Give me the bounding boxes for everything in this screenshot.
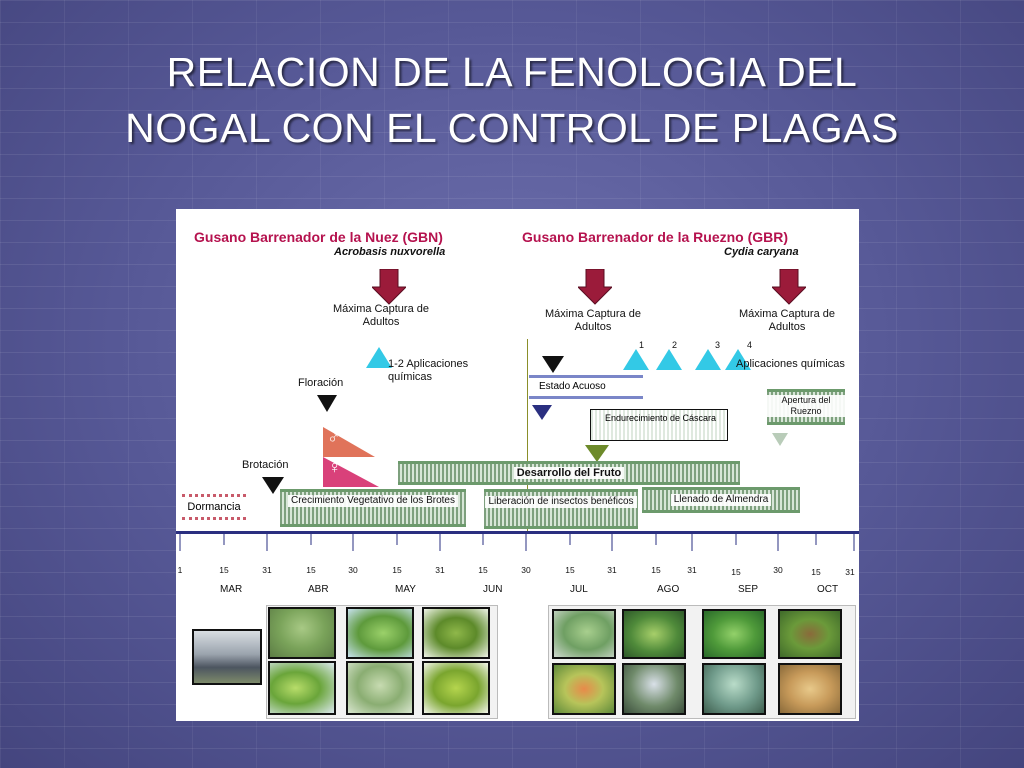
young-nutlet-photo [422, 661, 490, 715]
water-stage-photo [552, 609, 616, 659]
gbr-application-triangles-icon [623, 349, 751, 370]
floracion-marker-icon [317, 395, 337, 412]
female-flower-photo [422, 607, 490, 659]
month-label: SEP [738, 584, 759, 595]
tick-label: 31 [262, 565, 272, 575]
budbreak-orchard-photo [268, 607, 336, 659]
tick-label: 31 [687, 565, 697, 575]
nut-cluster-photo [622, 609, 686, 659]
harvested-nuts-photo [778, 663, 842, 715]
apertura-label: Apertura del Ruezno [767, 395, 845, 417]
tick-label: 15 [478, 565, 488, 575]
brotacion-label: Brotación [242, 459, 289, 471]
slide-title-line-2: NOGAL CON EL CONTROL DE PLAGAS [125, 105, 899, 151]
apertura-bar: Apertura del Ruezno [767, 389, 845, 425]
slide-title: RELACION DE LA FENOLOGIA DEL NOGAL CON E… [0, 44, 1024, 156]
timeline-ticks [179, 531, 855, 551]
gbr-capture-label-2: Máxima Captura de Adultos [739, 308, 835, 333]
month-label: JUL [570, 584, 588, 595]
gbr-application-number-2: 2 [672, 340, 678, 350]
estado-acuoso-bar: Estado Acuoso [529, 375, 643, 399]
estado-acuoso-label: Estado Acuoso [539, 381, 606, 392]
month-label: MAR [220, 584, 243, 595]
mature-husk-photo [702, 609, 766, 659]
gbr-title: Gusano Barrenador de la Ruezno (GBR) [522, 229, 789, 245]
tick-label: 31 [845, 567, 855, 577]
gbr-application-number-3: 3 [715, 340, 721, 350]
apertura-marker-icon [772, 433, 788, 446]
dormancia-bar: Dormancia [182, 494, 246, 520]
tick-label: 15 [651, 565, 661, 575]
desarrollo-bar: Desarrollo del Fruto [398, 461, 740, 485]
llenado-bar: Llenado de Almendra [642, 487, 800, 513]
husk-split-photo [778, 609, 842, 659]
month-label: ABR [308, 584, 329, 595]
female-symbol: ♀ [328, 457, 342, 477]
tick-label: 15 [565, 565, 575, 575]
endurecimiento-box: Endurecimiento de Cáscara [590, 409, 728, 441]
slide-title-line-1: RELACION DE LA FENOLOGIA DEL [166, 49, 858, 95]
tick-label: 30 [521, 565, 531, 575]
gbr-applications-label: Aplicaciones químicas [736, 358, 845, 370]
estado-acuoso-marker-icon [542, 356, 564, 373]
gbr-capture-label-1: Máxima Captura de Adultos [545, 308, 641, 333]
crecimiento-label: Crecimiento Vegetativo de los Brotes [288, 495, 458, 507]
gbn-species: Acrobasis nuxvorella [334, 246, 446, 258]
gbn-application-triangle-icon [366, 347, 392, 368]
gbr-capture-arrow-icon-2 [772, 269, 806, 305]
liberacion-label: Liberación de insectos benéficos [485, 496, 637, 508]
month-label: JUN [483, 584, 503, 595]
gbr-species: Cydia caryana [724, 246, 799, 258]
tick-label: 15 [219, 565, 229, 575]
floracion-label: Floración [298, 377, 344, 389]
tick-label: 31 [435, 565, 445, 575]
tick-label: 15 [392, 565, 402, 575]
spring-orchard-photo [346, 661, 414, 715]
dormant-orchard-photo [192, 629, 262, 685]
gbr-application-number-4: 4 [747, 340, 753, 350]
crecimiento-bar: Crecimiento Vegetativo de los Brotes [280, 489, 466, 527]
tick-label: 30 [348, 565, 358, 575]
tick-label: 1 [177, 565, 183, 575]
gbn-capture-arrow-icon [372, 269, 406, 305]
gbn-applications-label: 1-2 Aplicaciones químicas [388, 358, 469, 383]
tick-label: 30 [773, 565, 783, 575]
new-shoot-photo [268, 661, 336, 715]
tick-label: 15 [731, 567, 741, 577]
month-label: MAY [395, 584, 416, 595]
liberacion-bar: Liberación de insectos benéficos [484, 489, 638, 529]
flowering-wedges-icon [323, 427, 379, 487]
phenology-diagram: Gusano Barrenador de la Nuez (GBN) Acrob… [176, 209, 859, 721]
estado-acuoso-end-icon [532, 405, 552, 420]
nut-cross-section-photo [552, 663, 616, 715]
llenado-label: Llenado de Almendra [670, 494, 772, 506]
brotacion-marker-icon [262, 477, 284, 494]
gbn-title: Gusano Barrenador de la Nuez (GBN) [194, 229, 443, 245]
month-label: AGO [657, 584, 680, 595]
tick-label: 15 [811, 567, 821, 577]
endurecimiento-marker-icon [585, 445, 609, 462]
harvest-machine-photo [702, 663, 766, 715]
tick-label: 31 [607, 565, 617, 575]
spraying-photo [622, 663, 686, 715]
male-symbol: ♂ [327, 427, 341, 447]
timeline-axis [176, 531, 859, 534]
gbr-capture-arrow-icon-1 [578, 269, 612, 305]
endurecimiento-label: Endurecimiento de Cáscara [605, 413, 717, 423]
gbr-application-number-1: 1 [639, 340, 645, 350]
dormancia-label: Dormancia [187, 501, 241, 513]
reference-line [527, 339, 528, 531]
tick-label: 15 [306, 565, 316, 575]
catkin-photo [346, 607, 414, 659]
month-label: OCT [817, 584, 839, 595]
gbn-capture-label: Máxima Captura de Adultos [333, 303, 429, 328]
desarrollo-label: Desarrollo del Fruto [513, 467, 625, 479]
